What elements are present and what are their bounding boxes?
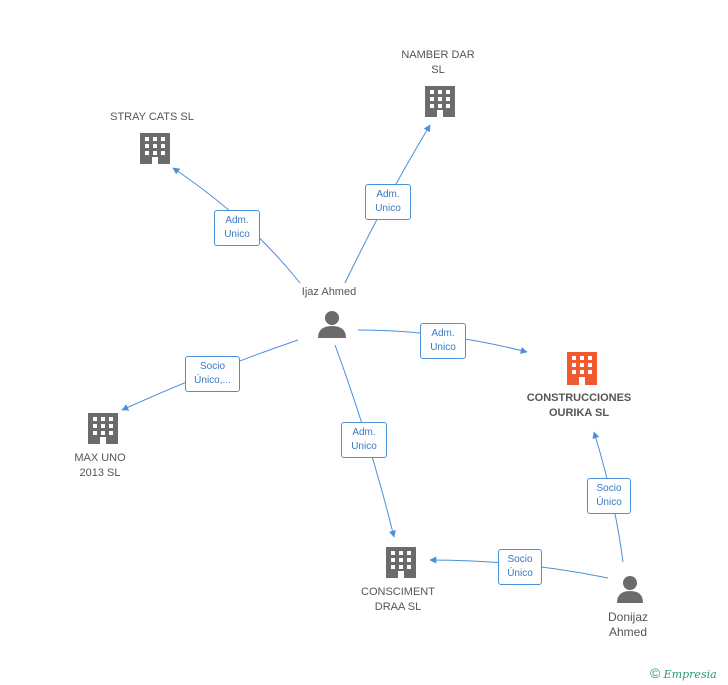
edge-label-ijaz-stray: Adm. Unico [214, 210, 260, 246]
edge-role-line2: Unico [224, 229, 250, 240]
edge-role-line2: Unico [375, 203, 401, 214]
node-label-construcciones[interactable]: CONSTRUCCIONES OURIKA SL [527, 391, 632, 421]
node-name-line1: Donijaz [607, 610, 649, 624]
edge-role-line2: Unico [351, 441, 377, 452]
node-name-line1: NAMBER DAR [401, 49, 475, 61]
building-icon[interactable] [425, 86, 455, 117]
node-label-consciment[interactable]: CONSCIMENT DRAA SL [361, 585, 435, 615]
brand-logo: Empresia [663, 668, 717, 681]
node-name-line2: SL [431, 64, 445, 76]
edge-role-line2: Unico [430, 342, 456, 353]
node-name-line2: 2013 SL [79, 467, 121, 479]
node-name: Ijaz Ahmed [301, 286, 357, 298]
node-name-line1: CONSCIMENT [361, 586, 435, 598]
node-label-max-uno[interactable]: MAX UNO 2013 SL [74, 451, 125, 481]
edge-label-donijaz-consciment: Socio Único [498, 549, 542, 585]
edge-role-line2: Único,... [194, 375, 231, 386]
edge-label-donijaz-construcciones: Socio Único [587, 478, 631, 514]
node-name: STRAY CATS SL [110, 111, 194, 123]
edge-role-line1: Adm. [376, 189, 400, 200]
building-icon[interactable] [140, 133, 170, 164]
edge-role-line1: Socio [596, 483, 622, 494]
node-label-ijaz-ahmed[interactable]: Ijaz Ahmed [302, 285, 356, 300]
node-name-line2: Ahmed [608, 625, 648, 639]
edge-role-line1: Socio [199, 361, 225, 372]
node-name-line1: CONSTRUCCIONES [526, 392, 632, 404]
person-icon[interactable] [617, 576, 643, 603]
person-icon[interactable] [318, 311, 346, 338]
node-label-donijaz[interactable]: Donijaz Ahmed [608, 610, 648, 640]
building-icon[interactable] [386, 547, 416, 578]
node-label-stray-cats[interactable]: STRAY CATS SL [110, 110, 194, 125]
copyright-symbol: © [650, 665, 661, 681]
edge-label-ijaz-number: Adm. Unico [365, 184, 411, 220]
edge-role-line1: Adm. [352, 427, 376, 438]
edge-label-ijaz-consciment: Adm. Unico [341, 422, 387, 458]
edge-role-line1: Adm. [431, 328, 455, 339]
edge-role-line1: Adm. [225, 215, 249, 226]
edge-label-ijaz-construcciones: Adm. Unico [420, 323, 466, 359]
edge-label-ijaz-maxuno: Socio Único,... [185, 356, 240, 392]
edge-role-line1: Socio [507, 554, 533, 565]
node-label-number-dar[interactable]: NAMBER DAR SL [401, 48, 474, 78]
copyright-notice: © Empresia [650, 665, 717, 681]
building-icon-highlight[interactable] [567, 352, 597, 385]
edge-role-line2: Único [507, 568, 533, 579]
edge-role-line2: Único [596, 497, 622, 508]
node-name-line1: MAX UNO [74, 452, 126, 464]
node-name-line2: DRAA SL [374, 601, 422, 613]
building-icon[interactable] [88, 413, 118, 444]
node-name-line2: OURIKA SL [548, 407, 610, 419]
